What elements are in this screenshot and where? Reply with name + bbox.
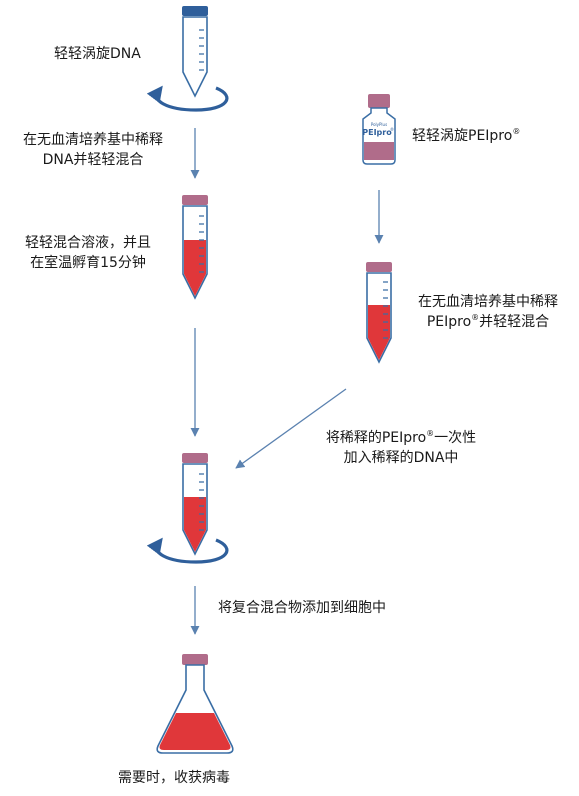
step-add-pei-label: 将稀释的PEIpro®一次性 加入稀释的DNA中 xyxy=(325,429,477,467)
conical-tube-icon xyxy=(182,6,208,98)
erlenmeyer-flask-icon xyxy=(156,654,234,754)
reagent-bottle-icon: PolyPlus PEIpro ® xyxy=(362,94,396,165)
swirl-arrow-icon xyxy=(146,85,229,112)
conical-tube-icon xyxy=(182,453,208,556)
step-vortex-dna-label: 轻轻涡旋DNA xyxy=(54,46,141,62)
swirl-arrow-icon xyxy=(146,537,229,564)
step-dilute-dna-label: 在无血清培养基中稀释 DNA并轻轻混合 xyxy=(23,132,163,168)
flow-arrow-icon xyxy=(235,388,347,469)
step-harvest-label: 需要时，收获病毒 xyxy=(118,770,230,786)
bottle-product-label: PEIpro xyxy=(362,128,392,137)
bottle-brand-label: PolyPlus xyxy=(371,122,387,127)
step-vortex-pei-label: 轻轻涡旋PEIpro® xyxy=(412,127,521,145)
conical-tube-icon xyxy=(366,262,392,364)
conical-tube-icon xyxy=(182,195,208,300)
bottle-trademark: ® xyxy=(390,127,394,132)
step-mix-incubate-label: 轻轻混合溶液，并且 在室温孵育15分钟 xyxy=(25,235,151,271)
step-add-to-cells-label: 将复合混合物添加到细胞中 xyxy=(218,600,386,616)
step-dilute-pei-label: 在无血清培养基中稀释 PEIpro®并轻轻混合 xyxy=(418,294,558,330)
